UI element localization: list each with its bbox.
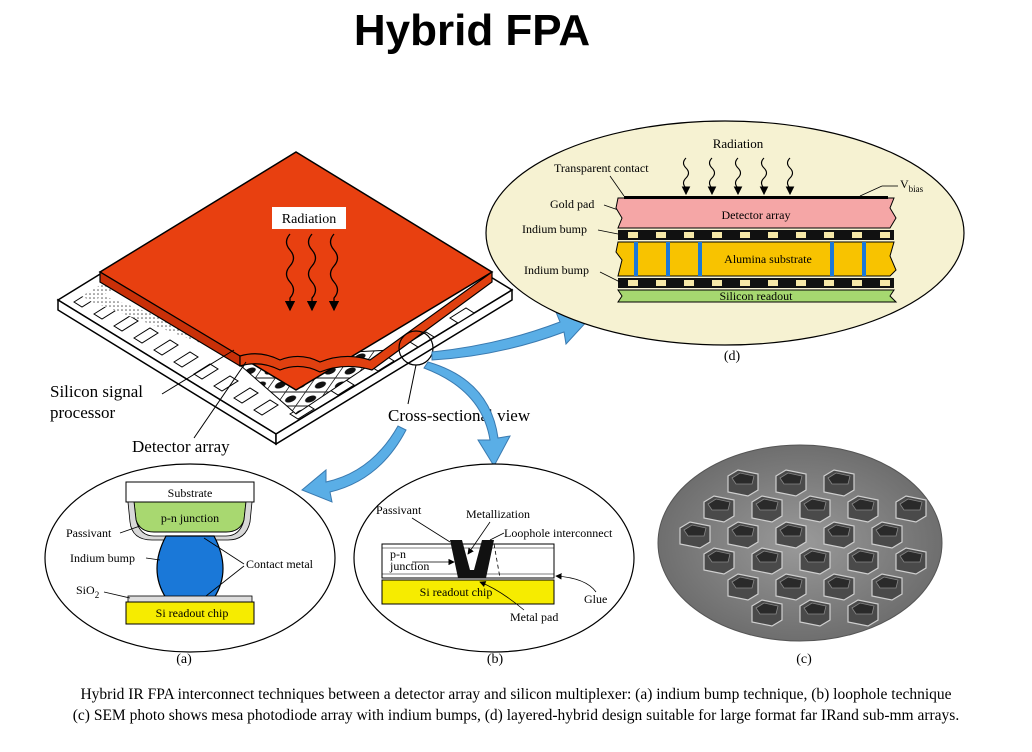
caption-line-1: Hybrid IR FPA interconnect techniques be…: [80, 686, 952, 703]
indium-bump-top: [875, 524, 899, 537]
indium-bump-top: [851, 498, 875, 511]
panel-b-readout: [381, 579, 555, 605]
page-title: Hybrid FPA: [353, 6, 591, 55]
indium-bump-top: [779, 524, 803, 537]
indium-bump-top: [755, 498, 779, 511]
panel-b-pn-label-2: junction: [389, 559, 429, 573]
panel-c: (c): [657, 444, 943, 667]
indium-bump-top: [803, 602, 827, 615]
arrow-to-a: [301, 425, 407, 503]
main-3d-figure: Radiation Silicon signal processor Detec…: [50, 151, 531, 456]
panel-d-alumina-layer: [615, 241, 897, 277]
indium-bump-top: [851, 602, 875, 615]
indium-bump-top: [779, 472, 803, 485]
indium-bump-top: [683, 524, 707, 537]
panel-b-glue: Glue: [584, 592, 607, 606]
panel-a-contact-metal: Contact metal: [246, 557, 314, 571]
panel-b-readout-label: Si readout chip: [420, 585, 493, 599]
panel-d-silicon-label: Silicon readout: [720, 289, 794, 303]
panel-b-metal-pad: Metal pad: [510, 610, 558, 624]
cross-sectional-view-label: Cross-sectional view: [388, 406, 531, 425]
panel-d-radiation: Radiation: [713, 136, 764, 151]
panel-d-detector-label: Detector array: [722, 208, 791, 222]
panel-b-metallization: Metallization: [466, 507, 530, 521]
panel-d-detector-layer: [615, 197, 897, 229]
caption-line-2: (c) SEM photo shows mesa photodiode arra…: [72, 707, 960, 724]
panel-b-passivant: Passivant: [376, 503, 422, 517]
indium-bump-top: [851, 550, 875, 563]
panel-b-tag: (b): [487, 652, 504, 667]
indium-bump-top: [803, 550, 827, 563]
indium-bump-top: [731, 576, 755, 589]
panel-a-indium-bump: [156, 535, 224, 599]
indium-bump-top: [827, 576, 851, 589]
panel-a-substrate-label: Substrate: [168, 486, 213, 500]
detector-array-cut-edge: [239, 270, 493, 373]
panel-b-pn-label-1: p-n: [390, 547, 406, 561]
panel-a-sio2: [127, 595, 253, 603]
detector-array-label: Detector array: [132, 437, 230, 456]
indium-bump-top: [707, 550, 731, 563]
indium-bump-top: [755, 602, 779, 615]
indium-bump-top: [755, 550, 779, 563]
panel-a-sio2-label: SiO2: [76, 583, 99, 600]
panel-d-transparent-contact: Transparent contact: [554, 161, 649, 175]
panel-a-pn-label: p-n junction: [161, 511, 219, 525]
panel-a-readout-label: Si readout chip: [156, 606, 229, 620]
panel-d-bump-row-1: [618, 230, 894, 240]
panel-d-bumps-1: [628, 232, 890, 238]
figure-caption: Hybrid IR FPA interconnect techniques be…: [0, 684, 1032, 726]
panel-d-gold-pad: Gold pad: [550, 197, 594, 211]
panel-d-bump-row-2: [618, 278, 894, 288]
arrow-to-b: [423, 361, 511, 468]
radiation-label-box: [272, 207, 346, 229]
panel-a-tag: (a): [176, 652, 192, 667]
panel-a: Substrate p-n junction Si readout chip P…: [44, 463, 336, 667]
panel-a-indium-bump-label: Indium bump: [70, 551, 135, 565]
silicon-signal-processor-label-1: Silicon signal: [50, 382, 143, 401]
indium-bump-top: [803, 498, 827, 511]
panel-d-silicon-layer: [617, 289, 898, 303]
panel-a-readout: [125, 601, 255, 625]
indium-bump-top: [899, 550, 923, 563]
indium-bump-top: [731, 524, 755, 537]
panel-d-indium-bump-2: Indium bump: [524, 263, 589, 277]
panel-d-vias: [634, 242, 866, 276]
silicon-signal-processor-label-2: processor: [50, 403, 115, 422]
panel-d-bumps-2: [628, 280, 890, 286]
panel-a-passivant: Passivant: [66, 526, 112, 540]
arrow-to-d: [431, 311, 591, 361]
indium-bump-top: [707, 498, 731, 511]
indium-bump-top: [827, 524, 851, 537]
indium-bump-top: [875, 576, 899, 589]
panel-d-vbias: Vbias: [900, 177, 924, 194]
panel-b-loophole: [450, 540, 494, 578]
radiation-label: Radiation: [282, 212, 336, 227]
panel-b: Si readout chip p-n junction Passivant M…: [353, 463, 635, 667]
panel-d-tag: (d): [724, 349, 741, 364]
radiation-arrows: [284, 233, 340, 312]
panel-d-radiation-arrows: [681, 157, 795, 196]
panel-c-mesa-array: [679, 469, 927, 627]
indium-bump-top: [779, 576, 803, 589]
panel-d-alumina-label: Alumina substrate: [724, 252, 812, 266]
indium-bump-top: [731, 472, 755, 485]
panel-d: Radiation Transparent contact Gold pad V…: [485, 120, 965, 364]
panel-b-loophole-label: Loophole interconnect: [504, 526, 613, 540]
indium-bump-top: [899, 498, 923, 511]
indium-bump-top: [827, 472, 851, 485]
panel-c-tag: (c): [796, 652, 812, 667]
zoom-arrows: [301, 311, 591, 503]
panel-d-indium-bump-1: Indium bump: [522, 222, 587, 236]
